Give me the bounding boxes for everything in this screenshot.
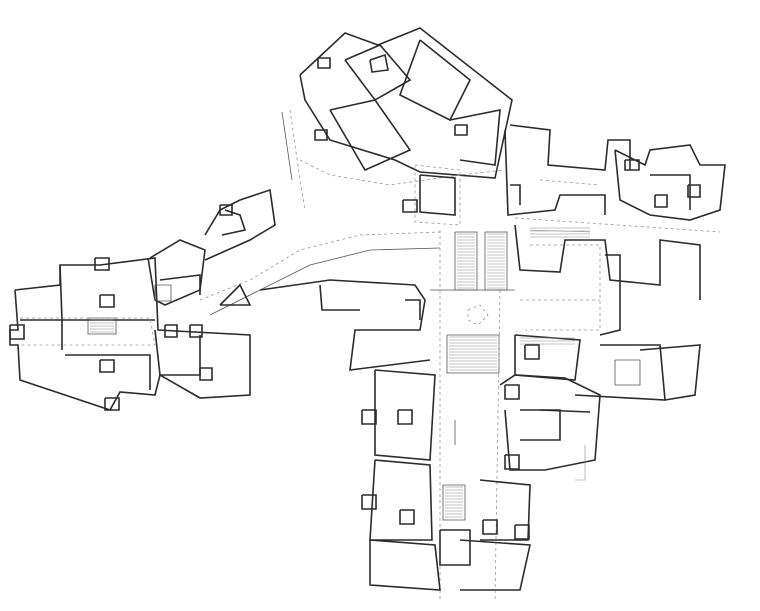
pier	[454, 124, 468, 136]
pier	[104, 397, 120, 411]
wall-segment	[509, 124, 631, 171]
wall-segment	[459, 539, 531, 591]
wall-segment	[221, 209, 247, 236]
wall-segment	[419, 174, 456, 216]
wall-segment	[159, 274, 201, 295]
pier	[361, 494, 377, 510]
pier	[314, 129, 328, 141]
pier	[654, 194, 668, 208]
fountain	[467, 304, 489, 326]
wall-segment	[299, 27, 513, 179]
pier	[397, 409, 413, 425]
pier	[504, 384, 520, 400]
pier	[399, 509, 415, 525]
arcade	[199, 231, 441, 301]
central-block	[259, 279, 431, 371]
pier	[504, 454, 520, 470]
inner-court	[614, 359, 641, 386]
west-wing	[9, 239, 251, 411]
wall-segment	[639, 344, 701, 401]
wall-segment	[374, 369, 436, 461]
pier	[514, 524, 530, 540]
path	[289, 109, 306, 211]
stair	[442, 484, 466, 521]
path-edge	[281, 111, 293, 181]
wall-segment	[514, 224, 701, 300]
north-wing	[281, 27, 513, 226]
wall-segment	[154, 329, 201, 376]
wall-segment	[329, 99, 412, 172]
central-plaza	[430, 230, 515, 601]
wall-segment	[614, 144, 726, 221]
wall-segment	[520, 409, 561, 441]
arcade-edge	[209, 247, 441, 316]
wall-segment	[319, 284, 360, 311]
ramp	[575, 445, 586, 481]
path	[514, 217, 721, 233]
wall-segment	[479, 479, 531, 541]
path	[299, 159, 506, 186]
pier	[9, 324, 25, 340]
wall-segment	[59, 264, 155, 321]
wall-segment	[369, 459, 433, 541]
corridor	[20, 317, 156, 346]
axis	[494, 289, 501, 601]
wall-segment	[20, 319, 63, 350]
pier	[189, 324, 203, 338]
wall-segment	[499, 374, 601, 471]
wall-segment	[344, 44, 412, 102]
wall-segment	[504, 129, 606, 216]
wall-segment	[369, 53, 389, 73]
stair	[446, 334, 500, 374]
wall-segment	[405, 299, 421, 320]
east-courtyard-wing	[514, 224, 701, 401]
pier	[317, 57, 331, 69]
connecting-corridor	[199, 188, 441, 371]
wall-segment	[539, 409, 591, 413]
wall-segment	[574, 344, 666, 401]
wall-segment	[65, 354, 151, 390]
wall-segment	[599, 254, 621, 336]
pier	[99, 294, 115, 308]
wall-segment	[510, 184, 521, 205]
south-wing	[361, 369, 601, 591]
wall-segment	[204, 188, 276, 261]
wall-segment	[369, 539, 441, 591]
northeast-wing	[504, 124, 726, 233]
wall-segment	[449, 109, 501, 166]
pier	[94, 257, 110, 271]
pier	[524, 344, 540, 360]
pier	[687, 184, 701, 198]
pier	[624, 159, 640, 171]
path	[539, 179, 601, 186]
pavilion	[414, 164, 461, 226]
wall-segment	[439, 529, 471, 566]
pier	[219, 204, 233, 216]
pier	[99, 359, 115, 373]
pier	[361, 409, 377, 425]
pier	[482, 519, 498, 535]
stair	[154, 284, 172, 302]
wall-segment	[650, 174, 691, 210]
wall-segment	[514, 334, 581, 381]
courtyard	[525, 244, 601, 331]
wall-segment	[9, 257, 251, 411]
pier	[164, 324, 178, 338]
pier	[199, 367, 213, 381]
triangle-pavilion	[219, 283, 252, 306]
pier	[402, 199, 418, 213]
